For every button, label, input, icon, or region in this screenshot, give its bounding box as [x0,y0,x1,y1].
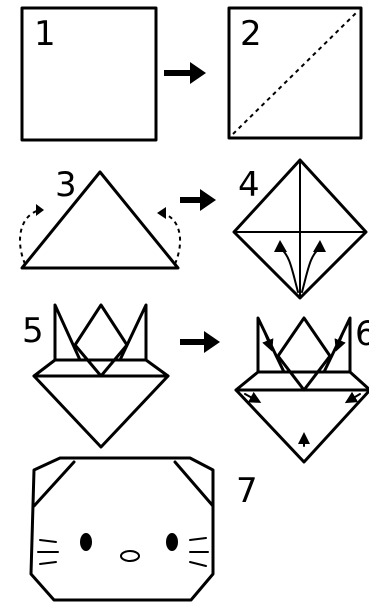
step-5: 5 [22,305,168,447]
step-3-number: 3 [55,165,77,205]
right-arrow-icon [180,331,220,353]
fold-arrow-icon [350,394,360,400]
step-6-number: 6 [355,314,369,354]
right-arrow-icon [164,62,206,84]
right-arrow-icon [180,189,216,211]
step-2-number: 2 [240,14,262,54]
left-flap [55,305,80,360]
left-eye [80,533,92,551]
step-4-number: 4 [238,165,260,205]
step-5-number: 5 [22,311,44,351]
right-flap [324,318,350,372]
step-7: 7 [31,458,258,600]
step-7-number: 7 [236,471,258,511]
right-flap [120,305,146,360]
step-3: 3 [20,165,180,268]
step-6: 6 [236,314,369,462]
bottom-triangle [34,376,168,447]
fold-arrow-icon [262,326,270,346]
center-flap [75,305,127,376]
step-1-number: 1 [34,14,56,54]
nose [121,551,139,561]
right-eye [166,533,178,551]
whisker-right-1 [190,538,206,540]
fold-arrow-icon [338,328,345,346]
whisker-right-3 [190,562,206,566]
center-flap [278,318,330,390]
triangle-paper [22,172,178,268]
step-1: 1 [22,8,156,140]
whisker-left-3 [40,562,56,564]
fold-arrow-icon [162,213,180,264]
step-2: 2 [229,8,361,138]
whisker-left-1 [40,540,56,542]
step-4: 4 [234,160,366,298]
